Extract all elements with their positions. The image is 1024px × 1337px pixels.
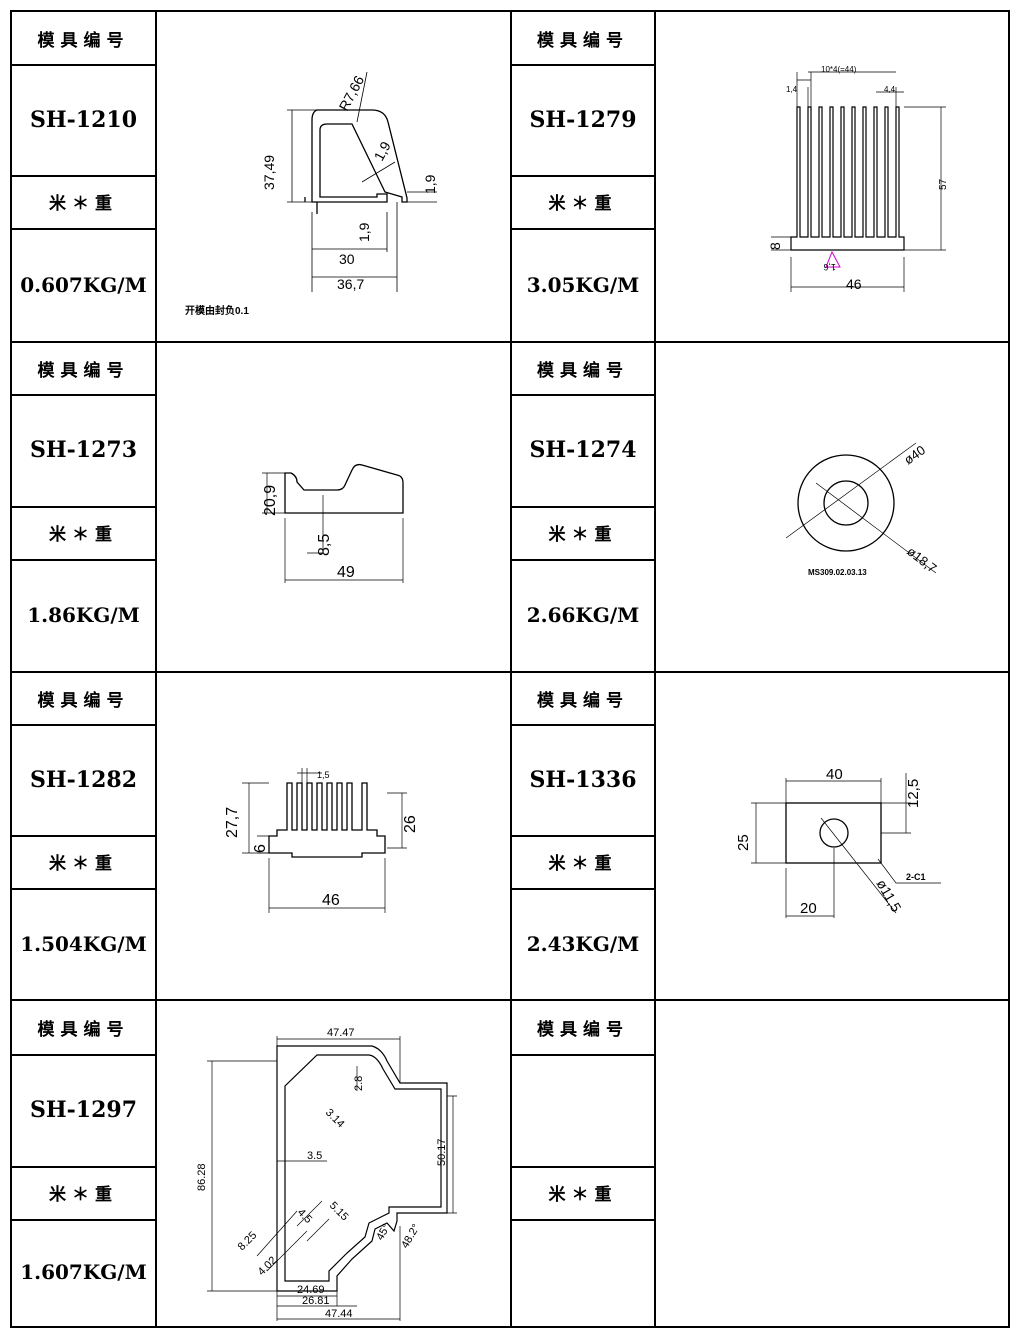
table-row: 模具编号 SH-1210 米＊重 0.607KG/M R7,66 1,9 (12, 12, 1008, 343)
dim-label: 46 (322, 892, 340, 909)
mold-code: SH-1279 (529, 106, 637, 133)
mold-number-label: 模具编号 (537, 30, 629, 51)
weight-value: 1.86KG/M (27, 603, 140, 627)
dim-label: 2-C1 (906, 872, 926, 882)
table-row: 模具编号 SH-1297 米＊重 1.607KG/M 47.47 2.8 (12, 1001, 1008, 1326)
dim-label: 40 (826, 766, 843, 783)
dim-label: 6 (252, 844, 269, 853)
weight-value: 2.66KG/M (526, 603, 640, 627)
weight-value: 3.05KG/M (526, 272, 640, 297)
dim-label: 20 (800, 900, 817, 917)
mold-number-label: 模具编号 (37, 1020, 130, 1040)
profile-drawing-sh1282: 1,5 27,7 6 26 46 (157, 673, 509, 999)
profile-drawing-sh1273: 20,9 8,5 49 (157, 343, 509, 671)
weight-label: 米＊重 (49, 854, 118, 874)
mold-number-label: 模具编号 (537, 361, 629, 381)
dim-label: 86.28 (196, 1163, 208, 1191)
dim-label: 3.14 (323, 1107, 347, 1131)
mold-number-label: 模具编号 (37, 691, 130, 711)
profile-drawing-sh1279: 1,6 10*4(=44) 1,4 4,4 57 8 46 (656, 12, 1006, 341)
dim-label: 12,5 (905, 779, 922, 808)
dim-label: 49 (337, 564, 355, 581)
dim-label: 57 (938, 178, 949, 190)
dim-label: ø40 (901, 442, 928, 467)
drawing-note: 开模由封负0.1 (185, 304, 249, 317)
dim-label: 27,7 (224, 807, 241, 838)
weight-value: 0.607KG/M (20, 272, 147, 297)
mold-number-label: 模具编号 (37, 361, 130, 381)
mold-number-label: 模具编号 (537, 1020, 629, 1040)
dim-label: 8.25 (236, 1229, 260, 1253)
mold-code: SH-1282 (29, 766, 138, 793)
weight-label: 米＊重 (49, 525, 118, 545)
dim-label: 46 (846, 276, 862, 292)
dim-label: 1,9 (371, 139, 394, 164)
profile-drawing-sh1297: 47.47 2.8 3.14 3.5 86.28 50.17 4.5 5.15 … (157, 1001, 509, 1324)
dim-label: 8 (767, 242, 783, 250)
weight-label: 米＊重 (49, 194, 118, 214)
dim-label: 48.2° (399, 1222, 422, 1250)
weight-label: 米＊重 (548, 1185, 618, 1205)
dim-label: 47.44 (325, 1308, 353, 1320)
weight-label: 米＊重 (548, 194, 618, 214)
dim-label: 37,49 (261, 155, 277, 190)
weight-label: 米＊重 (49, 1185, 118, 1205)
dim-label: 1,9 (356, 222, 372, 242)
dim-label: 1,5 (317, 770, 330, 780)
dim-label: 5.15 (327, 1200, 351, 1224)
dim-label: 26.81 (302, 1295, 330, 1307)
dim-label: 1,4 (786, 85, 798, 94)
mold-code: SH-1297 (29, 1097, 138, 1123)
dim-label: 36,7 (337, 276, 364, 292)
dim-label: 4.02 (256, 1254, 280, 1278)
dim-label: 30 (339, 251, 355, 267)
dim-label: 24.69 (297, 1284, 325, 1296)
dim-label: 1,9 (422, 174, 438, 194)
weight-value: 1.504KG/M (20, 931, 147, 956)
dim-label: 4,4 (884, 85, 896, 94)
dim-label: 20,9 (262, 485, 279, 516)
mold-code: SH-1336 (529, 766, 637, 793)
dim-label: 45° (374, 1222, 393, 1242)
dim-label: ø11,5 (873, 877, 904, 915)
table-row: 模具编号 SH-1273 米＊重 1.86KG/M 20,9 8,5 49 模具… (12, 343, 1008, 673)
dim-label: ø18,7 (904, 544, 939, 576)
dim-label: 3.5 (307, 1150, 322, 1162)
profile-drawing-sh1336: 40 12,5 25 20 ø11,5 2-C1 (656, 673, 1006, 999)
dim-label: 10*4(=44) (821, 65, 857, 74)
weight-label: 米＊重 (548, 525, 618, 545)
dim-label: 8,5 (316, 534, 333, 556)
dim-label: 50.17 (436, 1138, 448, 1166)
mold-code: SH-1273 (29, 437, 138, 463)
dim-label: 26 (402, 815, 419, 833)
profile-drawing-sh1274: ø40 ø18,7 MS309.02.03.13 (656, 343, 1006, 671)
dim-label: 47.47 (327, 1027, 355, 1039)
dim-label: 4.5 (295, 1207, 314, 1226)
mold-code (512, 1054, 654, 1166)
weight-value: 2.43KG/M (526, 931, 640, 956)
weight-label: 米＊重 (548, 854, 618, 874)
product-table: 模具编号 SH-1210 米＊重 0.607KG/M R7,66 1,9 (10, 10, 1010, 1328)
mold-code: SH-1210 (29, 106, 138, 133)
table-row: 模具编号 SH-1282 米＊重 1.504KG/M 1,5 27,7 6 26… (12, 673, 1008, 1001)
weight-value: 1.607KG/M (20, 1259, 147, 1284)
empty-drawing-cell (656, 1001, 1006, 1324)
profile-drawing-sh1210: R7,66 1,9 1,9 1,9 37,49 30 36,7 开模由封负0.1 (157, 12, 509, 341)
weight-value (512, 1219, 654, 1324)
mold-number-label: 模具编号 (537, 691, 629, 711)
dim-label: 1,6 (823, 262, 836, 272)
mold-code: SH-1274 (529, 437, 637, 463)
dim-label: 2.8 (353, 1076, 365, 1091)
mold-number-label: 模具编号 (37, 30, 130, 51)
dim-label: MS309.02.03.13 (808, 568, 867, 577)
dim-label: 25 (735, 834, 752, 851)
